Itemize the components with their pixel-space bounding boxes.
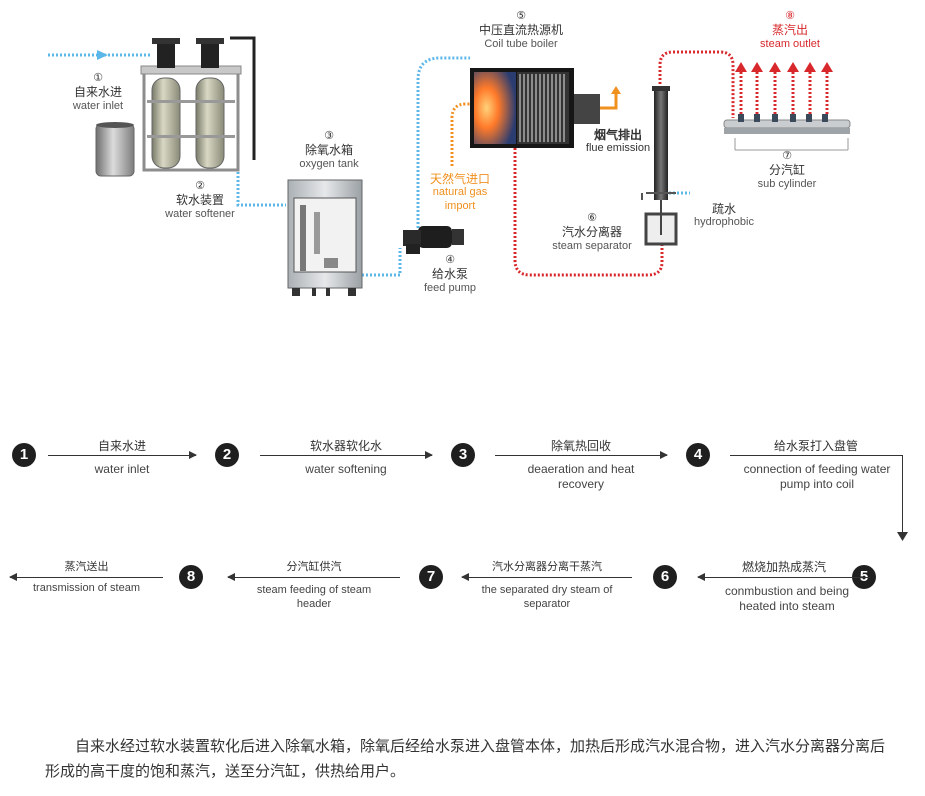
steam-header-icon	[723, 114, 851, 151]
flow-arrow-3	[495, 451, 668, 459]
step-3-badge: 3	[451, 443, 475, 467]
flow-label-5-cn: 燃烧加热成蒸汽	[741, 560, 826, 574]
steam-pipes	[513, 50, 735, 277]
flow-label-5-en: conmbustion and being heated into steam	[724, 584, 850, 613]
flow-label-2-cn: 软水器软化水	[309, 439, 382, 453]
flow-label-6-en: the separated dry steam of separator	[481, 584, 613, 610]
flow-label-7-en: steam feeding of steam header	[256, 584, 372, 610]
flow-arrow-5	[697, 573, 870, 581]
flow-label-8-en: transmission of steam	[33, 582, 140, 594]
step-6-badge: 6	[653, 565, 677, 589]
flue-arrow-icon	[611, 86, 621, 94]
flow-label-3-cn: 除氧热回收	[550, 439, 611, 453]
step-2-badge: 2	[215, 443, 239, 467]
inlet-arrow-icon	[97, 50, 108, 60]
deaerator-tank-icon	[287, 179, 363, 296]
flow-arrow-6	[461, 573, 632, 581]
flow-label-4-en: connection of feeding water pump into co…	[743, 462, 891, 491]
water-softener-icon	[140, 38, 242, 172]
feed-pump-icon	[403, 226, 464, 254]
gas-pipe	[450, 102, 475, 166]
steam-separator-icon	[641, 86, 678, 246]
flow-label-7-cn: 分汽缸供汽	[286, 561, 342, 573]
brine-tank-icon	[95, 122, 135, 177]
flow-label-1-en: water inlet	[94, 462, 150, 476]
step-7-badge: 7	[419, 565, 443, 589]
flow-label-4-cn: 给水泵打入盘管	[773, 439, 858, 453]
steam-outlet-arrows	[739, 72, 829, 114]
description-text: 自来水经过软水装置软化后进入除氧水箱，除氧后经给水泵进入盘管本体，加热后形成汽水…	[45, 738, 886, 780]
softener-outlet-pipe	[230, 36, 256, 160]
flow-arrow-2	[260, 451, 433, 459]
flow-label-8-cn: 蒸汽送出	[64, 561, 109, 573]
step-8-badge: 8	[179, 565, 203, 589]
flow-arrow-8	[9, 573, 163, 581]
step-1-badge: 1	[12, 443, 36, 467]
flow-label-2-en: water softening	[305, 462, 387, 476]
flow-arrow-1	[48, 451, 197, 459]
step-4-badge: 4	[686, 443, 710, 467]
flow-label-1-cn: 自来水进	[97, 439, 146, 453]
flow-label-3-en: deaeration and heat recovery	[527, 462, 635, 491]
diagram-canvas	[48, 36, 851, 296]
flow-arrow-7	[227, 573, 400, 581]
coil-boiler-icon	[470, 68, 621, 148]
flow-label-6-cn: 汽水分离器分离干蒸汽	[492, 561, 602, 573]
flow-arrow-4-down	[902, 455, 903, 535]
flow-arrow-4-head	[897, 532, 908, 541]
flow-arrow-4	[730, 455, 902, 456]
